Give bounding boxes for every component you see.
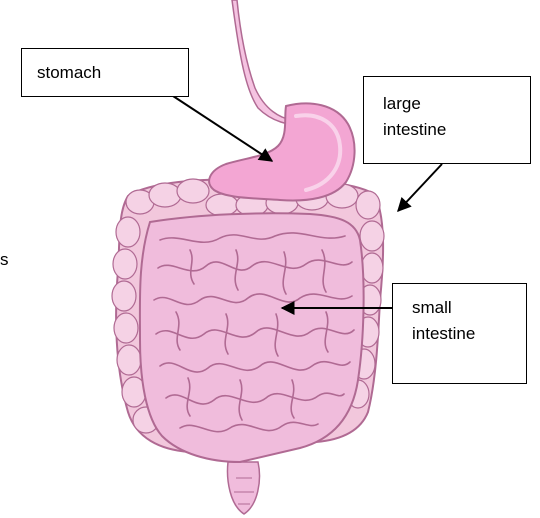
- large-intestine-pointer-arrow: [398, 164, 442, 211]
- small-intestine-label-line2: intestine: [412, 321, 526, 347]
- side-text: s: [0, 250, 9, 270]
- small-intestine: [140, 213, 364, 462]
- large-intestine-label-box: large intestine: [363, 76, 531, 164]
- small-intestine-label-line1: small: [412, 295, 526, 321]
- rectum: [228, 462, 260, 514]
- stomach-label: stomach: [37, 60, 188, 86]
- small-intestine-label-box: small intestine: [392, 283, 527, 384]
- large-intestine-label-line2: intestine: [383, 117, 530, 143]
- stomach-label-box: stomach: [21, 48, 189, 97]
- large-intestine-label-line1: large: [383, 91, 530, 117]
